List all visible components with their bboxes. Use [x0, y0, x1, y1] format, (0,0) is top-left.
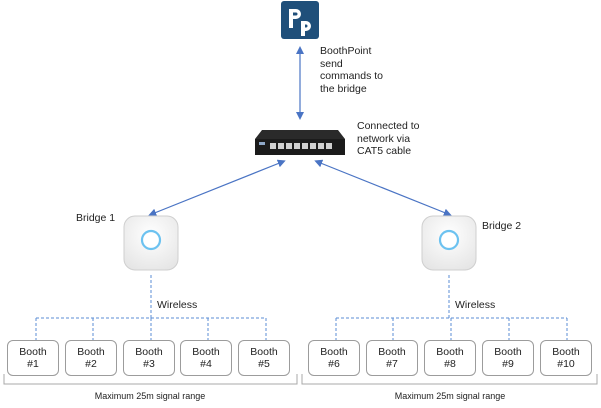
booth-label: Booth: [192, 345, 220, 358]
booth-7: Booth #7: [366, 340, 418, 376]
bridge-2-icon: [421, 215, 477, 271]
switch-bridge2-arrow: [314, 159, 452, 217]
bridge-1-icon: [123, 215, 179, 271]
wireless-links-right: [335, 275, 568, 340]
booth-label: Booth: [378, 345, 406, 358]
booth-number: #8: [444, 358, 456, 370]
switch-bridge1-arrow: [148, 159, 286, 217]
booth-6: Booth #6: [308, 340, 360, 376]
booth-label: Booth: [19, 345, 47, 358]
range-label-left: Maximum 25m signal range: [94, 391, 206, 401]
booth-label: Booth: [494, 345, 522, 358]
switch-note: Connected to network via CAT5 cable: [357, 120, 420, 157]
boothpoint-note: BoothPoint send commands to the bridge: [320, 45, 384, 95]
booth-number: #9: [502, 358, 514, 370]
bridge-1-label: Bridge 1: [76, 212, 116, 224]
range-label-right: Maximum 25m signal range: [394, 391, 506, 401]
booth-1: Booth #1: [7, 340, 59, 376]
wireless-label-right: Wireless: [455, 299, 496, 311]
booth-label: Booth: [77, 345, 105, 358]
booth-3: Booth #3: [123, 340, 175, 376]
booth-label: Booth: [250, 345, 278, 358]
network-switch-icon: [255, 130, 345, 155]
booth-number: #1: [27, 358, 39, 370]
wireless-label-left: Wireless: [157, 299, 198, 311]
booth-label: Booth: [135, 345, 163, 358]
booth-number: #7: [386, 358, 398, 370]
booth-8: Booth #8: [424, 340, 476, 376]
booth-number: #6: [328, 358, 340, 370]
booth-4: Booth #4: [180, 340, 232, 376]
booth-number: #3: [143, 358, 155, 370]
booth-9: Booth #9: [482, 340, 534, 376]
booth-label: Booth: [552, 345, 580, 358]
booth-label: Booth: [320, 345, 348, 358]
booth-number: #10: [557, 358, 575, 370]
wireless-links-left: [35, 275, 267, 340]
boothpoint-logo-icon: [281, 1, 319, 39]
range-bracket-left: [3, 374, 298, 385]
booth-number: #4: [200, 358, 212, 370]
booth-5: Booth #5: [238, 340, 290, 376]
booth-number: #5: [258, 358, 270, 370]
bridge-2-label: Bridge 2: [482, 220, 522, 232]
range-bracket-right: [301, 374, 598, 385]
booth-10: Booth #10: [540, 340, 592, 376]
booth-number: #2: [85, 358, 97, 370]
booth-2: Booth #2: [65, 340, 117, 376]
booth-label: Booth: [436, 345, 464, 358]
